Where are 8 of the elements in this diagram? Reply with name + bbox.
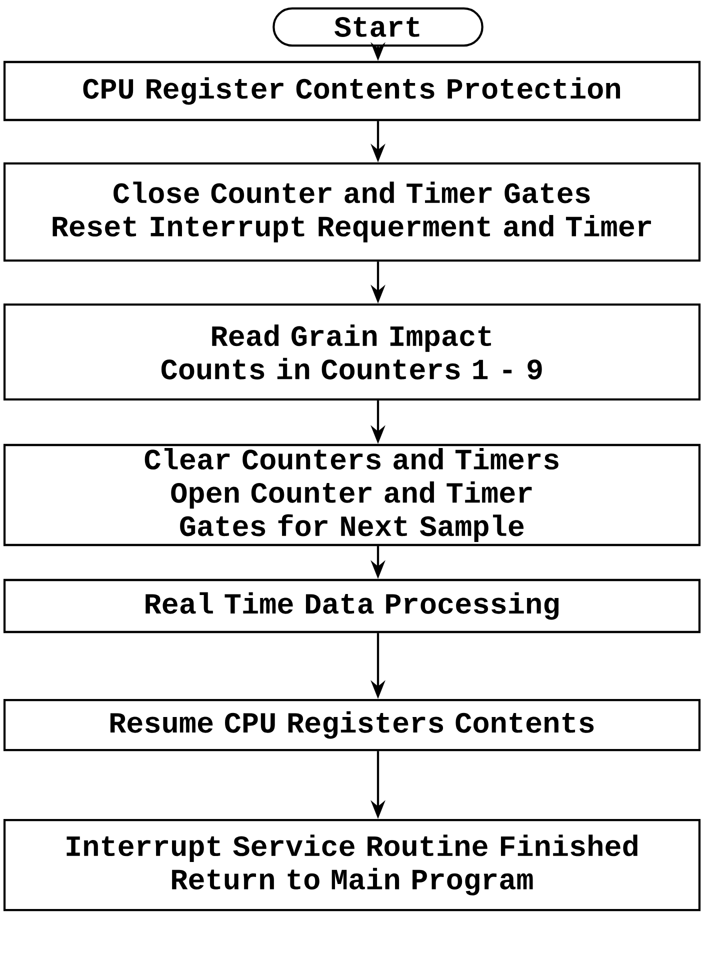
process-box: Real Time Data Processing — [3, 578, 701, 634]
process-box: Interrupt Service Routine Finished Return to Main Program — [3, 818, 701, 912]
process-box: Resume CPU Registers Contents — [3, 698, 701, 752]
process-box: Close Counter and Timer Gates Reset Interrupt Requerment and Timer — [3, 162, 701, 262]
process-box: Read Grain Impact Counts in Counters 1 - 9 — [3, 303, 701, 401]
process-box: CPU Register Contents Protection — [3, 60, 701, 122]
process-box: Clear Counters and Timers Open Counter and Timer Gates for Next Sample — [3, 444, 701, 546]
start-terminal: Start — [272, 7, 484, 47]
